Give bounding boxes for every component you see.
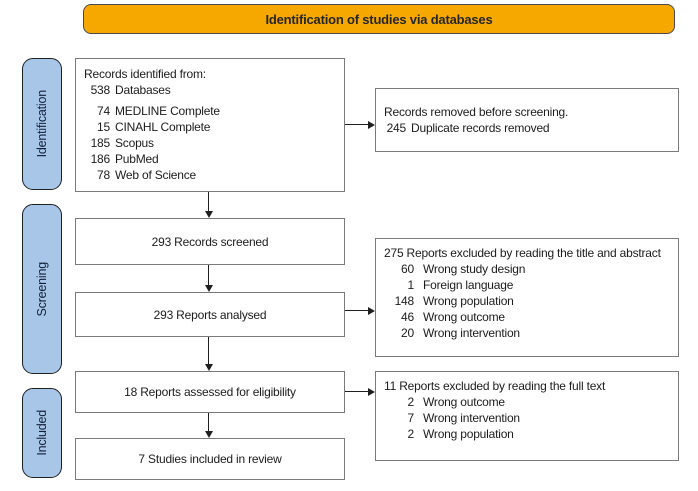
item-label: Wrong population <box>423 427 514 441</box>
arrow-head-down-icon <box>204 211 213 218</box>
list-item: 148 Wrong population <box>384 293 670 309</box>
item-count: 20 <box>401 326 414 340</box>
stage-screening-label: Screening <box>35 261 49 317</box>
box-excluded-title-abstract-title: 275 Reports excluded by reading the titl… <box>384 246 661 260</box>
arrow-identified-to-screened <box>203 192 214 218</box>
item-count: 148 <box>394 294 415 308</box>
item-label: MEDLINE Complete <box>115 104 220 118</box>
arrow-head-down-icon <box>204 431 213 438</box>
box-reports-assessed-label: 18 Reports assessed for eligibility <box>124 385 296 399</box>
item-label: PubMed <box>115 152 159 166</box>
arrow-head-right-icon <box>368 306 375 315</box>
box-studies-included-label: 7 Studies included in review <box>138 452 282 466</box>
box-excluded-full-text: 11 Reports excluded by reading the full … <box>375 371 679 461</box>
stage-included: Included <box>22 388 62 478</box>
box-records-identified: Records identified from: 538 Databases 7… <box>75 58 345 192</box>
list-item: 7 Wrong intervention <box>384 410 670 426</box>
item-label: Foreign language <box>423 278 514 292</box>
list-item: 538 Databases <box>84 82 336 98</box>
item-label: Wrong study design <box>423 262 526 276</box>
list-item: 186 PubMed <box>84 151 336 167</box>
item-count: 1 <box>407 278 415 292</box>
list-item: 185 Scopus <box>84 135 336 151</box>
item-label: Wrong population <box>423 294 514 308</box>
box-records-screened: 293 Records screened <box>75 218 345 265</box>
arrow-line <box>207 265 210 285</box>
item-count: 185 <box>90 136 111 150</box>
item-label: Scopus <box>115 136 154 150</box>
item-count: 74 <box>97 104 110 118</box>
box-excluded-full-text-title: 11 Reports excluded by reading the full … <box>384 379 606 393</box>
list-item: 15 CINAHL Complete <box>84 119 336 135</box>
list-item: 2 Wrong outcome <box>384 394 670 410</box>
item-count: 78 <box>97 168 110 182</box>
list-item: 2 Wrong population <box>384 426 670 442</box>
box-records-screened-label: 293 Records screened <box>151 234 269 249</box>
item-label: Web of Science <box>115 168 197 182</box>
arrow-analysed-to-assessed <box>203 337 214 371</box>
arrow-assessed-to-included <box>203 413 214 438</box>
list-item: 78 Web of Science <box>84 167 336 183</box>
arrow-line <box>345 123 368 126</box>
box-reports-analysed-label: 293 Reports analysed <box>153 307 267 322</box>
item-count: 538 <box>90 83 111 97</box>
arrow-analysed-to-excluded-title-abstract <box>345 305 375 316</box>
arrow-head-down-icon <box>204 364 213 371</box>
stage-identification-label: Identification <box>35 90 49 158</box>
item-label: Wrong intervention <box>423 326 520 340</box>
arrow-line <box>345 309 368 312</box>
list-item: 245 Duplicate records removed <box>384 120 670 136</box>
arrow-line <box>345 390 368 393</box>
item-label: Databases <box>115 83 171 97</box>
list-item: 46 Wrong outcome <box>384 309 670 325</box>
arrow-assessed-to-excluded-full-text <box>345 386 375 397</box>
arrow-line <box>207 413 210 431</box>
list-item: 20 Wrong intervention <box>384 325 670 341</box>
item-count: 245 <box>386 121 407 135</box>
item-label: Wrong outcome <box>423 395 505 409</box>
item-count: 186 <box>90 152 111 166</box>
item-label: CINAHL Complete <box>115 120 211 134</box>
arrow-head-down-icon <box>204 285 213 292</box>
arrow-head-right-icon <box>368 387 375 396</box>
box-reports-assessed: 18 Reports assessed for eligibility <box>75 371 345 413</box>
list-item: 1 Foreign language <box>384 277 670 293</box>
arrow-line <box>207 192 210 211</box>
box-excluded-title-abstract: 275 Reports excluded by reading the titl… <box>375 238 679 357</box>
stage-screening: Screening <box>22 204 62 374</box>
stage-included-label: Included <box>35 410 49 456</box>
list-item: 60 Wrong study design <box>384 261 670 277</box>
item-label: Duplicate records removed <box>411 121 550 135</box>
banner-title: Identification of studies via databases <box>265 11 493 27</box>
box-records-removed: Records removed before screening. 245 Du… <box>375 88 679 152</box>
item-label: Wrong outcome <box>423 310 505 324</box>
stage-identification: Identification <box>22 58 62 190</box>
box-studies-included: 7 Studies included in review <box>75 438 345 480</box>
box-records-identified-title: Records identified from: <box>84 67 206 81</box>
arrow-line <box>207 337 210 364</box>
box-records-removed-title: Records removed before screening. <box>384 105 569 119</box>
arrow-head-right-icon <box>368 120 375 129</box>
item-count: 7 <box>407 411 415 425</box>
list-item: 74 MEDLINE Complete <box>84 103 336 119</box>
item-count: 46 <box>401 310 414 324</box>
arrow-screened-to-analysed <box>203 265 214 292</box>
banner-identification-via-databases: Identification of studies via databases <box>83 4 675 34</box>
item-count: 2 <box>407 395 415 409</box>
item-count: 60 <box>401 262 414 276</box>
arrow-identified-to-removed <box>345 119 375 130</box>
item-label: Wrong intervention <box>423 411 520 425</box>
item-count: 2 <box>407 427 415 441</box>
item-count: 15 <box>97 120 110 134</box>
box-reports-analysed: 293 Reports analysed <box>75 292 345 337</box>
